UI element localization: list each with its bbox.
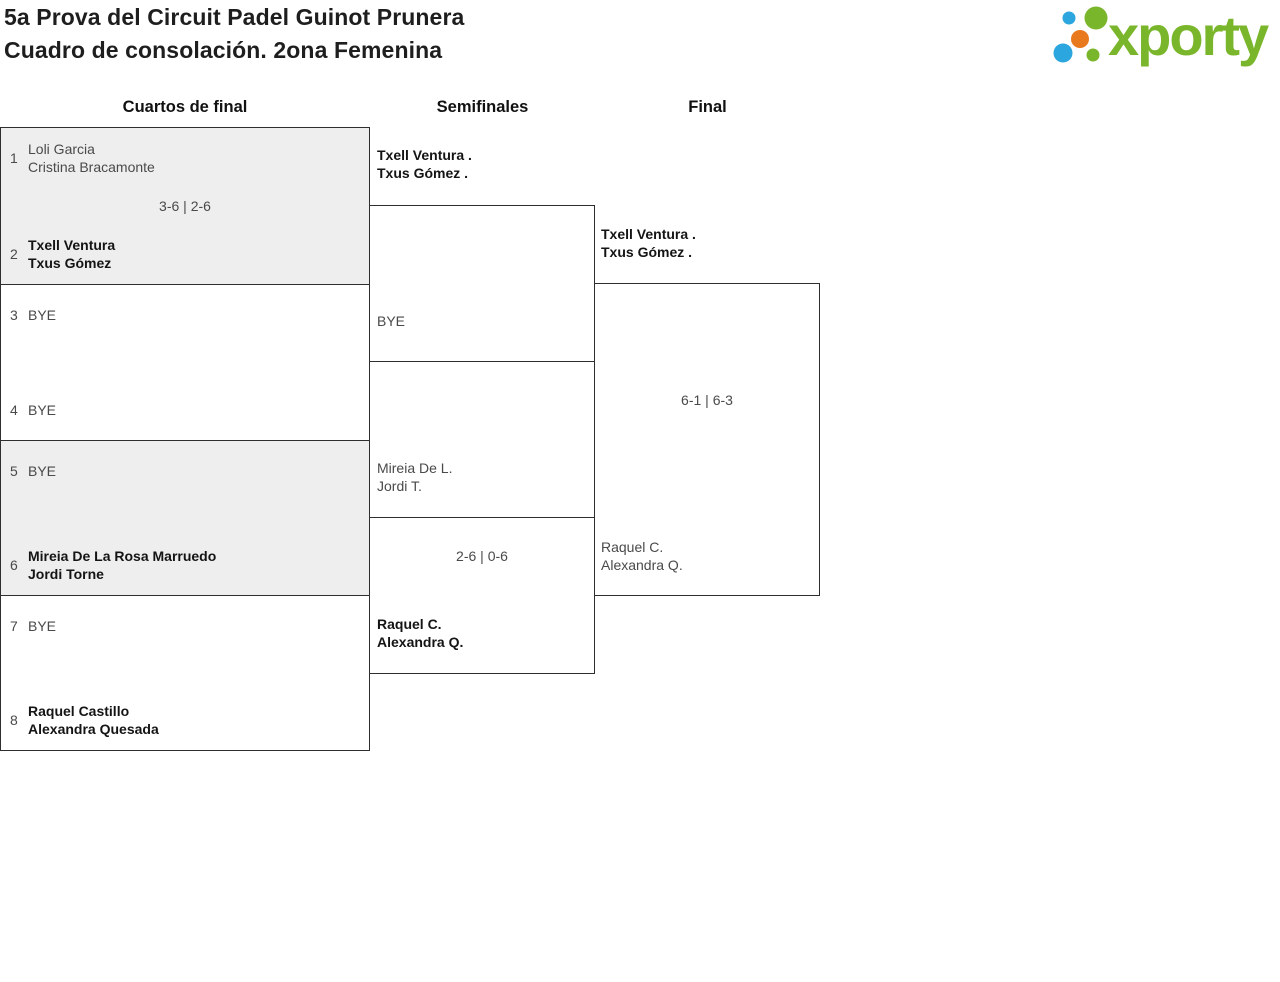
logo-wordmark: xporty [1108,4,1269,67]
participant-qf3-bottom: 6 Mireia De La Rosa Marruedo Jordi Torne [10,539,361,591]
player-name: Mireia De La Rosa Marruedo [28,548,217,564]
player-name: BYE [28,618,57,634]
seed-number: 4 [10,402,18,418]
match-qf1: 1 Loli Garcia Cristina Bracamonte 3-6 | … [0,127,370,285]
seed-number: 6 [10,557,18,573]
page-title: 5a Prova del Circuit Padel Guinot Pruner… [4,1,464,67]
xporty-logo[interactable]: xporty [1044,0,1276,78]
player-name: Alexandra Q. [601,557,683,573]
participant-qf1-top: 1 Loli Garcia Cristina Bracamonte [10,132,361,184]
participant-qf4-top: 7 BYE [10,600,361,652]
match-score-final: 6-1 | 6-3 [681,392,733,408]
round-headers: Cuartos de final Semifinales Final [0,97,820,117]
seed-number: 3 [10,307,18,323]
player-name: Txell Ventura . [601,226,696,242]
player-name: BYE [28,402,57,418]
participant-sf2-bottom: Raquel C. Alexandra Q. [377,615,463,651]
player-name: Txell Ventura . [377,147,472,163]
match-final [594,283,820,596]
player-name: Txus Gómez . [377,165,469,181]
logo-dots-icon [1053,6,1108,63]
player-name: Raquel C. [377,616,442,632]
page-title-line2: Cuadro de consolación. 2ona Femenina [4,37,443,63]
seed-number: 2 [10,246,18,262]
participant-sf1-bottom: BYE [377,312,405,330]
participant-qf2-bottom: 4 BYE [10,384,361,436]
player-name: Alexandra Q. [377,634,464,650]
match-qf2: 3 BYE 4 BYE [0,284,370,441]
player-name: Raquel C. [601,539,664,555]
player-name: Alexandra Quesada [28,721,159,737]
seed-number: 1 [10,150,18,166]
participant-sf1-top: Txell Ventura . Txus Gómez . [377,146,472,182]
seed-number: 8 [10,712,18,728]
player-name: BYE [28,307,57,323]
player-name: Txell Ventura [28,237,116,253]
participant-final-bottom: Raquel C. Alexandra Q. [601,538,683,574]
participant-qf3-top: 5 BYE [10,445,361,497]
participant-qf4-bottom: 8 Raquel Castillo Alexandra Quesada [10,694,361,746]
player-name: BYE [28,463,57,479]
participant-qf2-top: 3 BYE [10,289,361,341]
seed-number: 5 [10,463,18,479]
round-header-final: Final [688,98,727,116]
match-qf3: 5 BYE 6 Mireia De La Rosa Marruedo Jordi… [0,440,370,596]
match-score: 3-6 | 2-6 [159,198,211,214]
round-header-semifinales: Semifinales [436,98,529,116]
player-name: BYE [377,313,406,329]
player-name: Jordi T. [377,478,422,494]
page-title-line1: 5a Prova del Circuit Padel Guinot Pruner… [4,4,465,30]
participant-qf1-bottom: 2 Txell Ventura Txus Gómez [10,228,361,280]
seed-number: 7 [10,618,18,634]
round-header-cuartos: Cuartos de final [122,98,248,116]
player-name: Txus Gómez . [601,244,693,260]
player-name: Jordi Torne [28,566,104,582]
player-name: Cristina Bracamonte [28,159,155,175]
match-qf4: 7 BYE 8 Raquel Castillo Alexandra Quesad… [0,595,370,751]
player-name: Mireia De L. [377,460,453,476]
player-name: Loli Garcia [28,141,95,157]
participant-sf2-top: Mireia De L. Jordi T. [377,459,452,495]
match-score-sf2: 2-6 | 0-6 [456,548,508,564]
participant-final-top: Txell Ventura . Txus Gómez . [601,225,696,261]
match-sf1 [369,205,595,362]
player-name: Txus Gómez [28,255,112,271]
player-name: Raquel Castillo [28,703,130,719]
